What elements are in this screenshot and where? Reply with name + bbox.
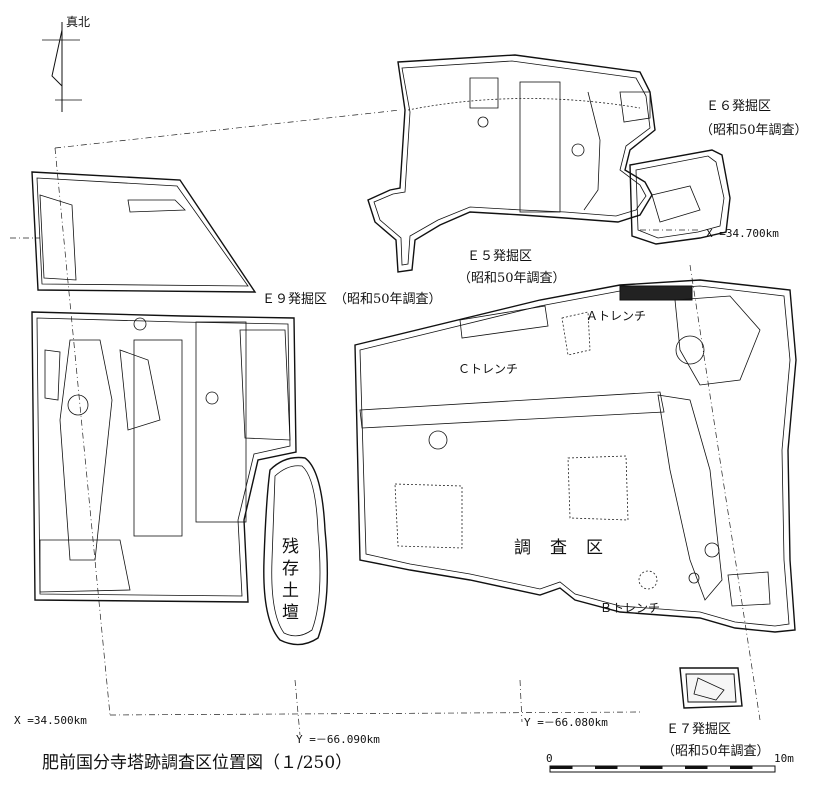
scale-start: 0 [546, 752, 553, 765]
scale-bar: 0 10m [546, 752, 794, 773]
e5-name: Ｅ５発掘区 [467, 249, 532, 264]
mound-char-4: 壇 [282, 603, 300, 623]
scale-end: 10m [774, 752, 794, 765]
trench-c-label: Ｃトレンチ [458, 362, 518, 376]
north-arrow: 真北 [42, 15, 90, 112]
coord-y-right: Y =－66.080km [524, 716, 608, 729]
figure-caption: 肥前国分寺塔跡調査区位置図（１/250） [42, 753, 353, 773]
area-lower-left [31, 311, 297, 603]
e7-name: Ｅ７発掘区 [666, 722, 731, 737]
area-e6-e5 [367, 54, 731, 273]
remaining-mound: 残 存 土 壇 [263, 456, 329, 646]
e9-name: Ｅ９発掘区 [262, 292, 327, 307]
mound-char-3: 土 [282, 581, 300, 601]
area-e7 [679, 667, 743, 709]
e9-note: （昭和50年調査） [334, 292, 442, 307]
e5-note: （昭和50年調査） [458, 271, 566, 286]
mound-char-2: 存 [282, 559, 300, 579]
area-e9 [31, 171, 257, 293]
area-main-survey [354, 279, 797, 633]
coord-y-left: Y =－66.090km [296, 733, 380, 746]
north-label: 真北 [66, 15, 90, 29]
survey-area-label: 調 査 区 [514, 538, 604, 558]
labels: Ｅ６発掘区 （昭和50年調査） Ｅ５発掘区 （昭和50年調査） Ｅ９発掘区 （昭… [262, 99, 808, 759]
mound-char-1: 残 [282, 537, 300, 557]
coordinate-labels: X =34.700km X =34.500km Y =－66.090km Y =… [14, 227, 779, 746]
coord-x-bottom: X =34.500km [14, 714, 87, 727]
coord-x-top: X =34.700km [706, 227, 779, 240]
trench-b-label: Ｂトレンチ [600, 601, 660, 615]
e6-note: （昭和50年調査） [700, 123, 808, 138]
e7-note: （昭和50年調査） [662, 744, 770, 759]
survey-grid [10, 109, 761, 736]
e6-name: Ｅ６発掘区 [706, 99, 771, 114]
trench-a-label: Ａトレンチ [586, 309, 646, 323]
